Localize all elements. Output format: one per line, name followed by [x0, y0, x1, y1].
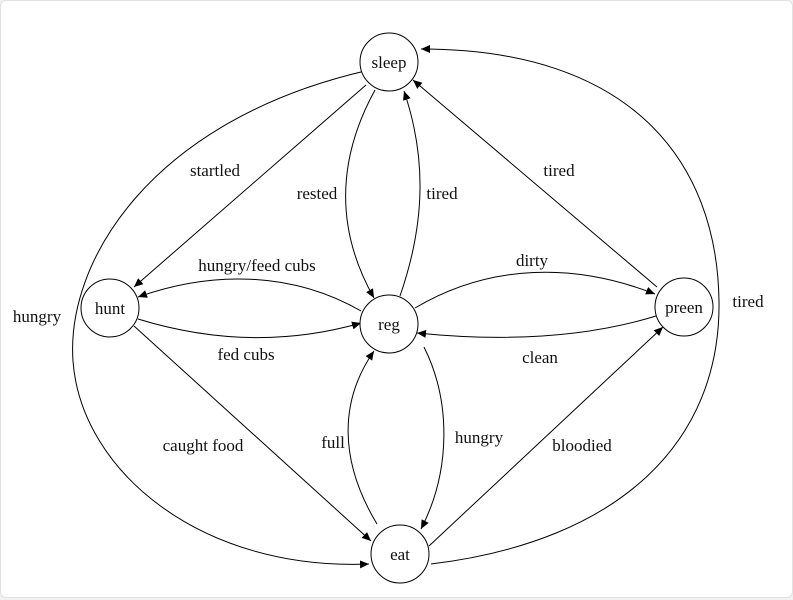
node-reg[interactable]: reg [359, 294, 419, 354]
edge-label-tired-outer: tired [732, 292, 764, 311]
node-sleep[interactable]: sleep [359, 32, 419, 92]
edge-label-dirty: dirty [516, 251, 549, 270]
edge-reg-to-eat [420, 346, 445, 530]
edge-preen-to-sleep [412, 79, 658, 288]
edge-reg-to-sleep [399, 90, 421, 297]
edge-eat-to-preen [428, 326, 664, 547]
edge-reg-to-hunt [137, 278, 362, 312]
edge-label-tired-preen-sleep: tired [543, 161, 575, 180]
edge-label-caught-food: caught food [163, 436, 244, 455]
edge-label-fed-cubs: fed cubs [217, 345, 274, 364]
edge-label-tired-reg-sleep: tired [426, 184, 458, 203]
node-label-eat: eat [390, 545, 410, 564]
edge-outer-sleep-to-eat [72, 70, 370, 569]
node-label-hunt: hunt [95, 299, 126, 318]
edge-reg-to-preen [414, 271, 656, 309]
node-eat[interactable]: eat [370, 524, 430, 584]
edge-label-clean: clean [522, 348, 558, 367]
nodes: sleep hunt reg preen eat [80, 32, 714, 584]
node-preen[interactable]: preen [654, 277, 714, 337]
edge-label-full: full [321, 433, 345, 452]
edge-preen-to-reg [416, 315, 657, 338]
edge-outer-eat-to-sleep [420, 45, 720, 565]
edge-sleep-to-reg [345, 89, 376, 299]
edge-sleep-to-hunt [133, 84, 367, 288]
node-hunt[interactable]: hunt [80, 278, 140, 338]
edges [72, 45, 720, 569]
node-label-preen: preen [665, 298, 703, 317]
edge-label-hungry-reg-eat: hungry [455, 428, 504, 447]
edge-labels: startled rested tired tired hungry/feed … [13, 161, 764, 455]
node-label-reg: reg [378, 315, 400, 334]
edge-label-rested: rested [297, 184, 338, 203]
edge-label-hungry-feed-cubs: hungry/feed cubs [198, 256, 316, 275]
edge-hunt-to-reg [137, 318, 362, 338]
edge-label-bloodied: bloodied [552, 436, 612, 455]
edge-label-startled: startled [190, 161, 241, 180]
node-label-sleep: sleep [372, 53, 407, 72]
edge-label-hungry-outer: hungry [13, 307, 62, 326]
edge-eat-to-reg [347, 350, 378, 525]
edge-hunt-to-eat [133, 325, 372, 542]
